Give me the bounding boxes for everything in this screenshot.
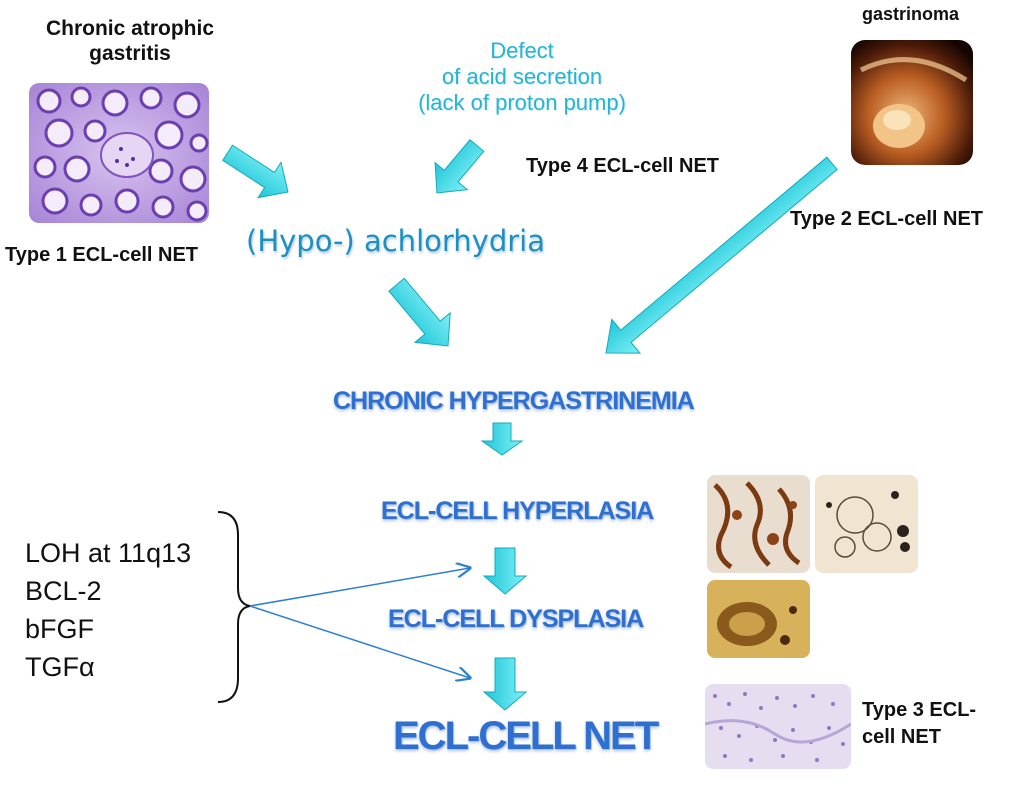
type3-line-1: Type 3 ECL-	[862, 699, 977, 721]
factor-item: BCL-2	[25, 576, 102, 606]
factor-item: LOH at 11q13	[25, 538, 192, 568]
gastritis-line-2: gastritis	[89, 42, 171, 66]
arrow-gastritis-to-achlorhydria	[222, 144, 289, 199]
factors-brace	[217, 511, 251, 703]
arrow-gastrinoma-to-hypergastrinemia	[605, 156, 838, 354]
factor-item: TGFα	[25, 652, 95, 682]
defect-line-1: Defect	[490, 38, 554, 63]
gastritis-micrograph-image	[29, 83, 209, 223]
dysplasia-stage: ECL-CELL DYSPLASIA	[388, 605, 644, 633]
factor-item: bFGF	[25, 614, 95, 644]
type3-he-micrograph-image	[705, 684, 851, 769]
factors-to-net-connector	[249, 605, 470, 678]
defect-line-3: (lack of proton pump)	[418, 89, 626, 115]
defect-line-2: of acid secretion	[441, 63, 603, 89]
chronic-atrophic-gastritis-label: Chronic atrophic gastritis	[20, 16, 240, 66]
molecular-factors-list: LOH at 11q13 BCL-2 bFGF TGFα	[25, 534, 191, 686]
factors-to-dysplasia-connector	[249, 568, 470, 607]
arrow-hypergastrinemia-to-hyperplasia	[480, 422, 524, 456]
type3-net-label: Type 3 ECL- cell NET	[862, 697, 976, 751]
hyperplasia-stage: ECL-CELL HYPERLASIA	[381, 497, 654, 525]
arrow-achlorhydria-to-hypergastrinemia	[388, 277, 451, 347]
achlorhydria-label: (Hypo-) achlorhydria	[246, 224, 545, 258]
gastrinoma-endoscopy-image	[851, 40, 973, 165]
gastritis-line-1: Chronic atrophic	[45, 17, 214, 40]
type4-net-label: Type 4 ECL-cell NET	[526, 155, 720, 177]
arrow-defect-to-achlorhydria	[434, 139, 485, 194]
type2-net-label: Type 2 ECL-cell NET	[790, 208, 984, 230]
ihc-hyperplasia-image-1	[707, 475, 810, 573]
ihc-dysplasia-image	[707, 580, 810, 658]
type3-line-2: cell NET	[862, 726, 941, 748]
defect-acid-secretion-label: Defect of acid secretion (lack of proton…	[372, 38, 672, 116]
gastrinoma-label: gastrinoma	[862, 4, 960, 24]
ihc-hyperplasia-image-2	[815, 475, 918, 573]
ecl-cell-net-stage: ECL-CELL NET	[393, 714, 659, 758]
type1-net-label: Type 1 ECL-cell NET	[5, 244, 199, 266]
hypergastrinemia-stage: CHRONIC HYPERGASTRINEMIA	[333, 387, 695, 415]
arrow-hyperplasia-to-dysplasia	[482, 547, 528, 595]
arrow-dysplasia-to-net	[482, 657, 528, 711]
